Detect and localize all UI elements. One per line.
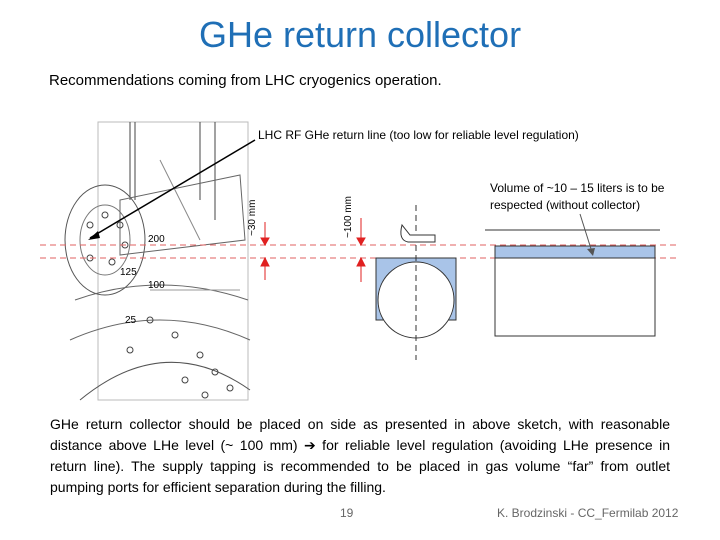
- slide-subtitle: Recommendations coming from LHC cryogeni…: [49, 72, 442, 89]
- dim-100mm-label: ~100 mm: [343, 196, 354, 238]
- dim-30mm-arrows: [260, 222, 270, 280]
- vessel-front-sketch: [485, 213, 660, 337]
- label-200: 200: [148, 234, 165, 245]
- label-125: 125: [120, 267, 137, 278]
- footer-author: K. Brodzinski - CC_Fermilab 2012: [497, 506, 679, 520]
- dim-100mm-arrows: [356, 218, 366, 282]
- page-number: 19: [340, 506, 354, 520]
- label-100: 100: [148, 280, 165, 291]
- label-25: 25: [125, 315, 137, 326]
- volume-note: Volume of ~10 – 15 liters is to be respe…: [490, 181, 665, 212]
- callout-label: LHC RF GHe return line (too low for reli…: [258, 128, 579, 142]
- vessel-side-sketch: [375, 205, 457, 360]
- slide-title: GHe return collector: [198, 14, 522, 55]
- callout-arrow: [89, 139, 256, 239]
- cryostat-drawing: [64, 121, 251, 401]
- callout-arrowhead: [88, 231, 100, 240]
- body-paragraph: GHe return collector should be placed on…: [50, 416, 670, 495]
- dim-30mm-label: ~30 mm: [247, 200, 258, 236]
